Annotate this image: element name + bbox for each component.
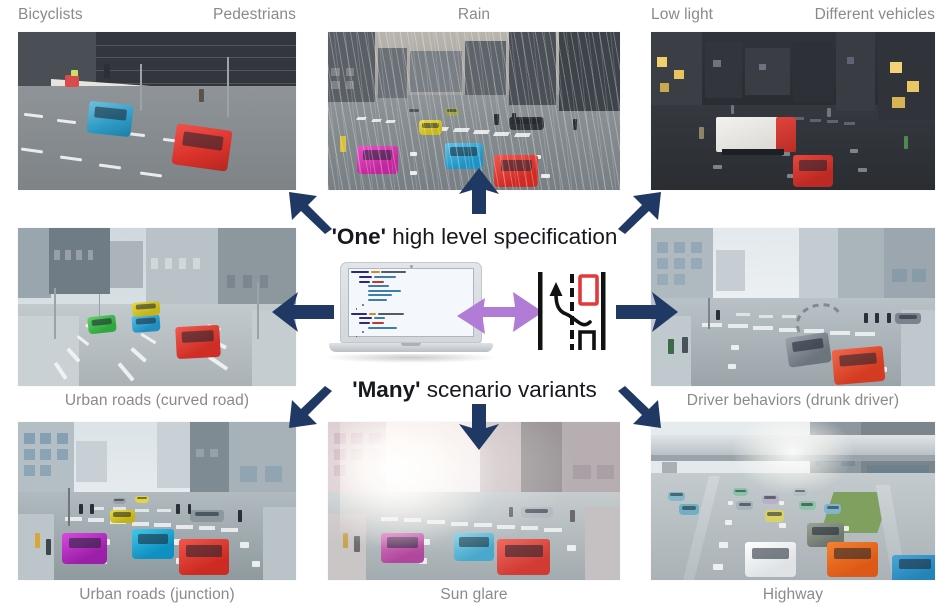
arrow-up-left xyxy=(287,190,333,234)
panel-urban-roads-junction: Urban roads (junction) xyxy=(18,422,296,608)
headline-one-emphasis: 'One' xyxy=(331,224,387,249)
panel-rain: Rain xyxy=(328,4,620,190)
headline-many-rest: scenario variants xyxy=(420,377,597,402)
panel-bicyclists-pedestrians: Bicyclists Pedestrians xyxy=(18,4,296,190)
thumbnail-urban-roads-curved-road xyxy=(18,228,296,386)
code-token xyxy=(358,317,373,320)
arrow-down-right xyxy=(617,386,663,430)
code-token xyxy=(350,312,367,315)
arrow-up-right xyxy=(617,190,663,234)
caption-urban-roads-curved-road: Urban roads (curved road) xyxy=(64,392,250,409)
caption-different-vehicles: Different vehicles xyxy=(814,6,935,23)
laptop-camera-icon xyxy=(409,265,413,268)
laptop-lid xyxy=(340,262,482,344)
panel-urban-roads-curved-road: Urban roads (curved road) xyxy=(18,228,296,414)
arrow-right xyxy=(616,292,678,332)
panel-driver-behaviors-drunk-driver: Driver behaviors (drunk driver) xyxy=(651,228,935,414)
code-token xyxy=(371,280,384,283)
headline-one-rest: high level specification xyxy=(386,224,618,249)
laptop-screen-code xyxy=(347,268,475,338)
road-lane-change-icon xyxy=(534,270,610,352)
scene-curved-road xyxy=(18,228,296,386)
thumbnail-highway xyxy=(651,422,935,580)
code-token xyxy=(370,271,380,274)
laptop-base-notch xyxy=(401,343,421,347)
code-token xyxy=(371,322,384,325)
scene-highway-overpass xyxy=(651,422,935,580)
code-token xyxy=(368,326,397,329)
code-token xyxy=(355,335,358,338)
code-token xyxy=(368,289,401,292)
code-token xyxy=(381,271,407,274)
caption-driver-behaviors-drunk-driver: Driver behaviors (drunk driver) xyxy=(686,392,900,409)
code-token xyxy=(368,299,387,302)
headline-many-emphasis: 'Many' xyxy=(352,377,421,402)
code-token xyxy=(374,317,386,320)
caption-low-light: Low light xyxy=(651,6,714,23)
bidirectional-arrow xyxy=(457,282,543,338)
laptop-with-scenario-code xyxy=(325,262,497,366)
headline-many-scenario-variants: 'Many' scenario variants xyxy=(0,377,949,403)
scene-rain-junction xyxy=(328,32,620,190)
caption-sun-glare: Sun glare xyxy=(440,586,508,603)
arrow-up xyxy=(459,168,499,214)
caption-urban-roads-junction: Urban roads (junction) xyxy=(79,586,235,603)
scene-swerving-car-junction xyxy=(651,228,935,386)
arrow-left xyxy=(272,292,334,332)
caption-pedestrians: Pedestrians xyxy=(213,6,296,23)
thumbnail-rain xyxy=(328,32,620,190)
code-token xyxy=(374,276,397,279)
scene-junction-three-cars xyxy=(18,422,296,580)
code-token xyxy=(368,294,392,297)
code-token xyxy=(355,308,358,311)
code-token xyxy=(358,280,370,283)
scene-night-street-truck xyxy=(651,32,935,190)
laptop-base xyxy=(328,343,494,353)
thumbnail-low-light-different-vehicles xyxy=(651,32,935,190)
panel-highway: Highway xyxy=(651,422,935,608)
caption-rain: Rain xyxy=(457,6,491,23)
panel-low-light-different-vehicles: Low light Different vehicles xyxy=(651,4,935,190)
code-token xyxy=(368,285,390,288)
thumbnail-bicyclists-pedestrians xyxy=(18,32,296,190)
thumbnail-urban-roads-junction xyxy=(18,422,296,580)
code-token xyxy=(358,276,373,279)
arrow-down xyxy=(459,404,499,450)
thumbnail-driver-behaviors-drunk-driver xyxy=(651,228,935,386)
caption-bicyclists: Bicyclists xyxy=(18,6,83,23)
laptop-shadow xyxy=(325,353,497,363)
caption-highway: Highway xyxy=(762,586,824,603)
code-token xyxy=(358,322,370,325)
code-token xyxy=(361,303,365,306)
scene-urban-street-bicyclist xyxy=(18,32,296,190)
headline-one-high-level-specification: 'One' high level specification xyxy=(0,224,949,250)
code-token xyxy=(377,312,404,315)
code-token xyxy=(361,331,365,334)
code-token xyxy=(350,271,370,274)
arrow-down-left xyxy=(287,386,333,430)
code-token xyxy=(368,312,376,315)
